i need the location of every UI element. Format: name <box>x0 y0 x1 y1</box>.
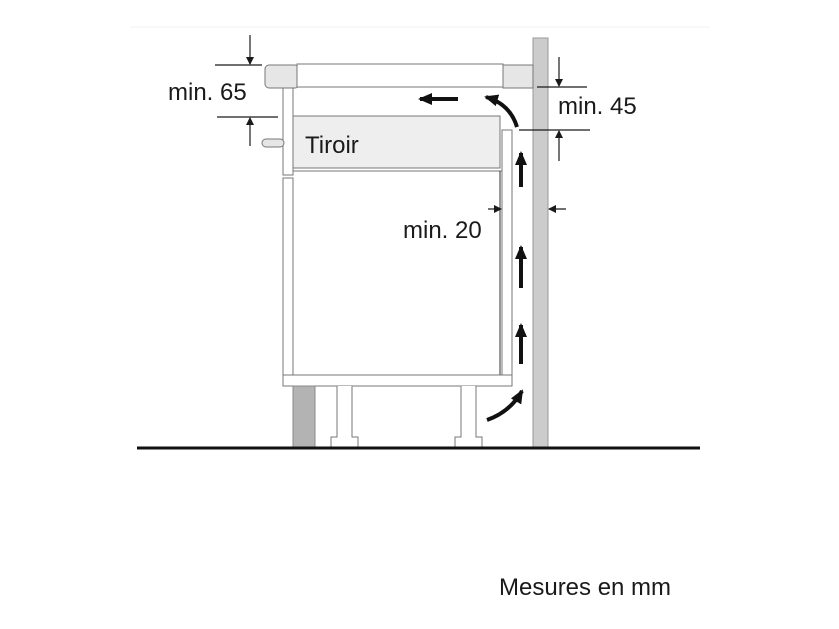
rear-panel <box>501 129 513 387</box>
cabinet <box>261 87 513 449</box>
wall <box>532 37 549 449</box>
dimension-min-45 <box>519 57 590 161</box>
airflow-arrow-curve-top-icon <box>484 94 519 128</box>
airflow-arrows <box>418 93 527 422</box>
label-min-65: min. 65 <box>168 79 247 106</box>
drawer <box>292 115 501 169</box>
dimension-min-65 <box>215 35 278 146</box>
label-min-45: min. 45 <box>558 93 637 120</box>
label-drawer: Tiroir <box>305 132 359 159</box>
leg-rear <box>454 386 483 449</box>
units-note: Mesures en mm <box>499 574 671 601</box>
drawer-handle <box>261 138 285 148</box>
cooktop <box>264 63 534 89</box>
leg-front <box>330 386 359 449</box>
cabinet-bottom <box>282 374 513 387</box>
plinth <box>292 385 316 449</box>
airflow-arrow-curve-bottom-icon <box>486 389 524 422</box>
label-min-20: min. 20 <box>403 217 482 244</box>
